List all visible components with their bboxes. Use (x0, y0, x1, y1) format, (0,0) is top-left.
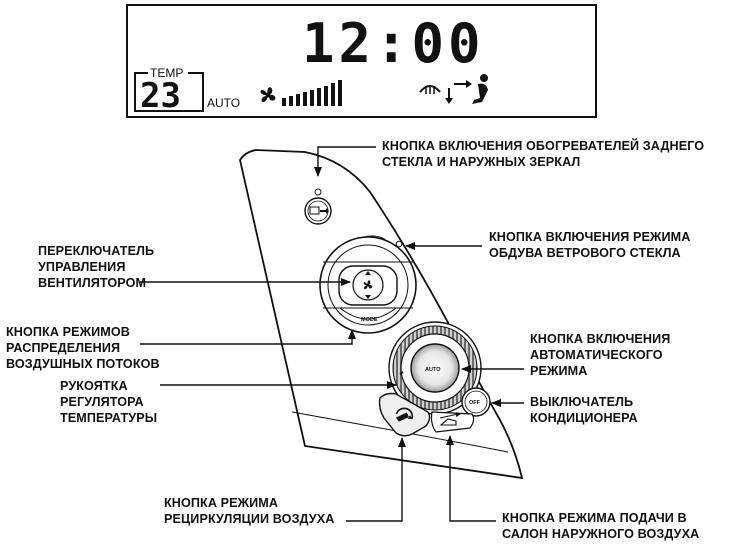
fresh-air-button[interactable] (430, 411, 475, 433)
rear-defrost-button[interactable] (304, 197, 332, 225)
label-windshield: КНОПКА ВКЛЮЧЕНИЯ РЕЖИМА ОБДУВА ВЕТРОВОГО… (489, 230, 691, 260)
leader-rear-defrost (314, 146, 376, 177)
recirculation-button[interactable] (378, 392, 431, 437)
auto-button[interactable]: AUTO (410, 343, 460, 393)
leader-lines (140, 146, 524, 522)
fan-switch-icon (363, 280, 373, 290)
auto-button-text: AUTO (425, 367, 441, 373)
fan-speed-switch[interactable] (338, 265, 398, 306)
fan-speed-bars (282, 80, 342, 106)
windshield-defrost-led (395, 240, 403, 248)
lcd-clock: 12:00 (302, 12, 485, 75)
control-panel: MODE AUTO OFF (239, 149, 524, 480)
rear-defrost-icon (309, 206, 320, 215)
lcd-auto-indicator: AUTO (207, 96, 240, 110)
leader-fresh-air (446, 435, 496, 522)
windshield-defrost-indicator-icon (419, 85, 441, 94)
leader-recirculation (346, 437, 406, 522)
lcd-display: 12:00 TEMP 23 AUTO (126, 4, 597, 118)
recirculation-icon (395, 407, 414, 422)
fresh-air-icon (439, 412, 461, 426)
airflow-mode-button[interactable]: MODE (339, 307, 397, 323)
ac-off-button[interactable]: OFF (461, 387, 491, 417)
fan-down-icon (365, 295, 371, 299)
mode-button-text: MODE (361, 317, 378, 323)
ac-off-button-text: OFF (469, 400, 481, 406)
label-rear-defrost: КНОПКА ВКЛЮЧЕНИЯ ОБОГРЕВАТЕЛЕЙ ЗАДНЕГО С… (382, 139, 705, 169)
leader-airflow-modes (140, 329, 356, 345)
label-recirculation: КНОПКА РЕЖИМА РЕЦИРКУЛЯЦИИ ВОЗДУХА (164, 496, 335, 526)
label-fresh-air: КНОПКА РЕЖИМА ПОДАЧИ В САЛОН НАРУЖНОГО В… (502, 511, 700, 541)
lcd-temp-caption: TEMP (150, 66, 183, 80)
fan-icon (260, 87, 276, 102)
airflow-direction-icon (445, 74, 488, 104)
label-temp-knob: РУКОЯТКА РЕГУЛЯТОРА ТЕМПЕРАТУРЫ (60, 379, 158, 425)
label-fan-switch: ПЕРЕКЛЮЧАТЕЛЬ УПРАВЛЕНИЯ ВЕНТИЛЯТОРОМ (38, 244, 155, 290)
label-airflow-modes: КНОПКА РЕЖИМОВ РАСПРЕДЕЛЕНИЯ ВОЗДУШНЫХ П… (6, 325, 160, 371)
lcd-temp-value: 23 (140, 76, 181, 116)
rear-defrost-led (314, 188, 322, 196)
label-ac-switch: ВЫКЛЮЧАТЕЛЬ КОНДИЦИОНЕРА (530, 395, 638, 425)
label-auto-mode: КНОПКА ВКЛЮЧЕНИЯ АВТОМАТИЧЕСКОГО РЕЖИМА (530, 332, 671, 378)
fan-up-icon (365, 271, 371, 275)
